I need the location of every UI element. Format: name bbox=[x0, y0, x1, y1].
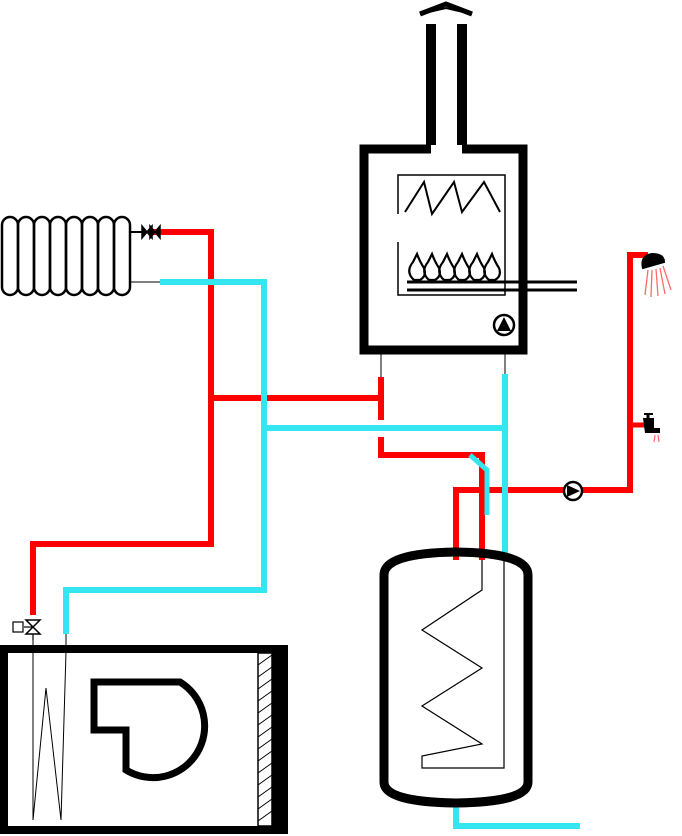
valve-icon bbox=[141, 223, 161, 241]
flame-icon bbox=[408, 251, 501, 282]
hot-pipe-radiator-ahu bbox=[30, 229, 214, 615]
chimney-icon bbox=[419, 1, 473, 145]
gas-supply-pipe bbox=[407, 280, 577, 292]
coil-icon bbox=[32, 640, 67, 821]
coil-icon bbox=[420, 560, 505, 769]
cold-pipe-tank-inlet bbox=[453, 802, 580, 829]
three-way-valve-icon bbox=[12, 619, 42, 640]
hot-pipe-tank-coil bbox=[378, 437, 485, 560]
air-handler-icon bbox=[0, 634, 288, 834]
pump-icon bbox=[562, 480, 584, 502]
faucet-icon bbox=[643, 413, 660, 443]
boiler-icon bbox=[359, 144, 577, 355]
heat-exchanger-icon bbox=[404, 179, 501, 217]
hot-pipe-dhw bbox=[453, 252, 648, 560]
cold-pipe-radiator-return bbox=[63, 279, 267, 634]
fan-icon bbox=[90, 678, 209, 782]
water-heater-tank-icon bbox=[379, 547, 533, 808]
pump-icon bbox=[492, 313, 516, 337]
radiator-icon bbox=[0, 215, 142, 297]
shower-icon bbox=[641, 252, 672, 298]
cold-pipe-tank-coil-return bbox=[468, 453, 490, 515]
